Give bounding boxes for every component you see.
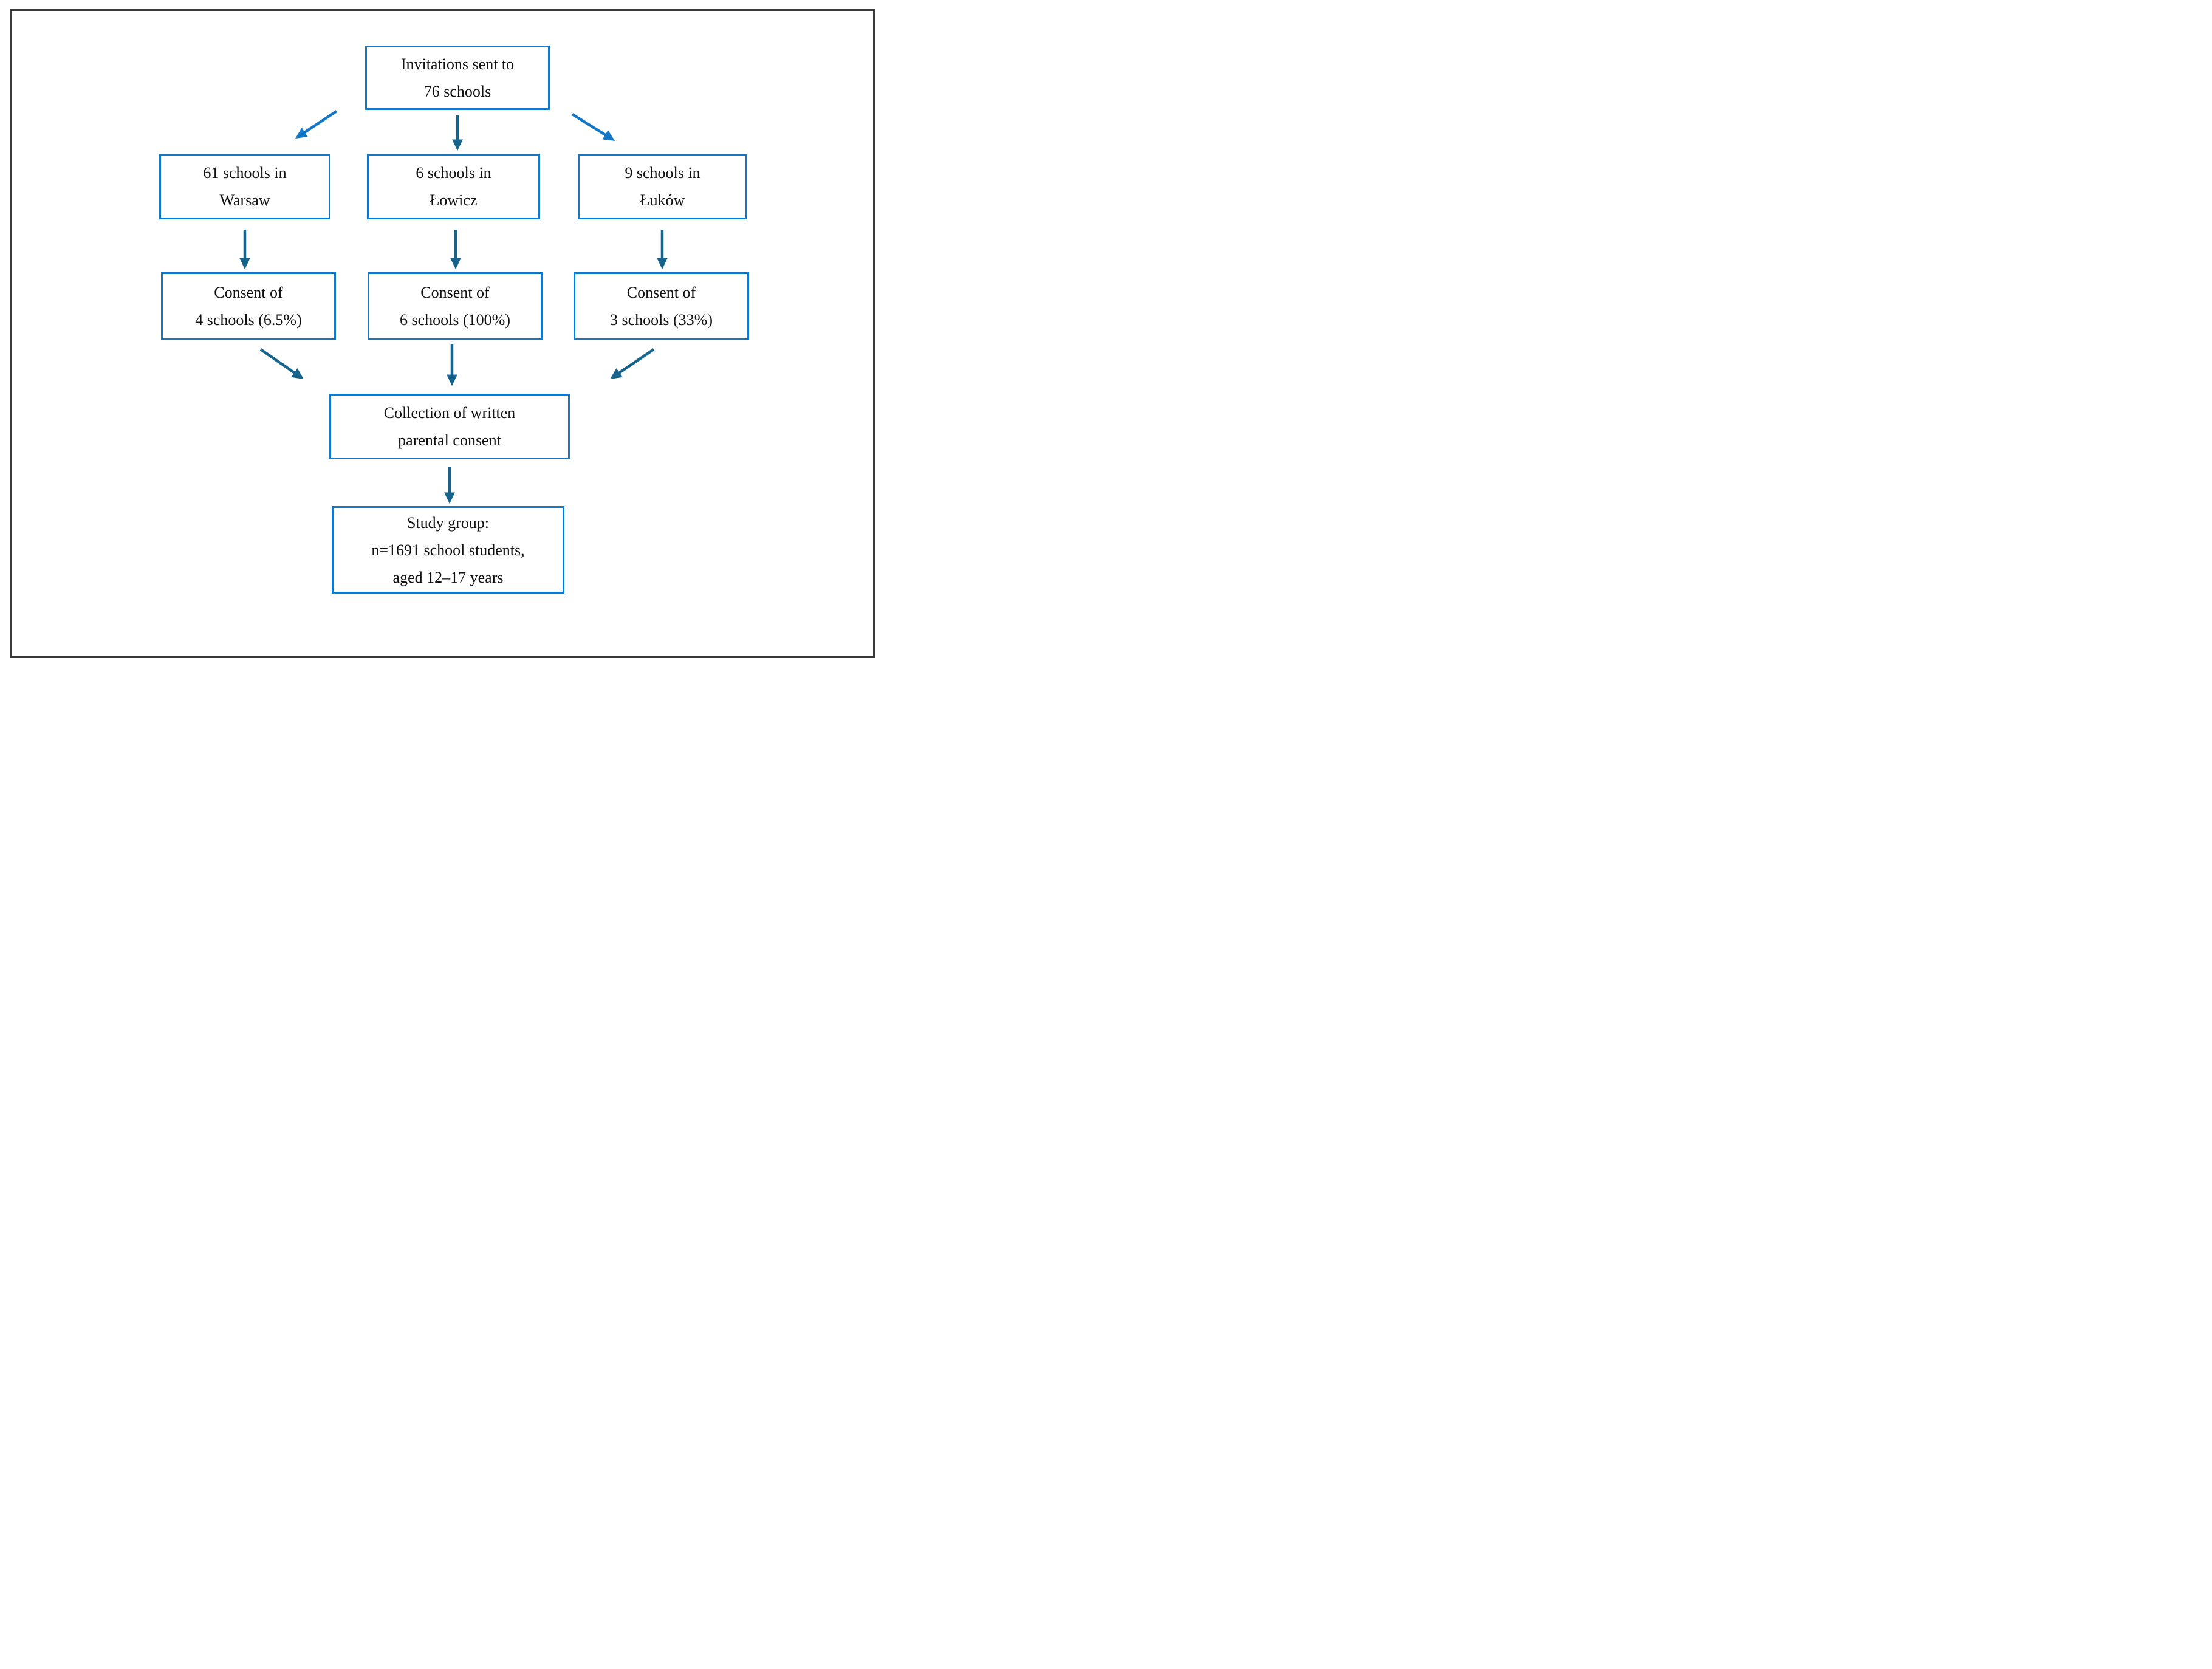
node-study-line1: Study group: bbox=[406, 513, 490, 532]
flowchart-figure: Invitations sent to 76 schools 61 school… bbox=[0, 0, 885, 668]
node-consent-lukow-line2: 3 schools (33%) bbox=[610, 311, 713, 329]
node-collection-line1: Collection of written bbox=[383, 404, 516, 422]
node-study-line3: aged 12–17 years bbox=[392, 568, 504, 586]
node-invitations-sent: Invitations sent to 76 schools bbox=[365, 46, 550, 110]
node-invitations-line1: Invitations sent to bbox=[400, 55, 515, 73]
node-lowicz-line2: Łowicz bbox=[430, 191, 478, 209]
node-schools-lukow: 9 schools in Łuków bbox=[578, 154, 747, 219]
node-consent-lukow-line1: Consent of bbox=[626, 284, 696, 301]
node-consent-lowicz: Consent of 6 schools (100%) bbox=[368, 272, 543, 340]
node-study-group: Study group: n=1691 school students, age… bbox=[332, 506, 564, 594]
node-consent-warsaw-line1: Consent of bbox=[214, 284, 283, 301]
node-consent-lowicz-line1: Consent of bbox=[420, 284, 490, 301]
node-schools-warsaw: 61 schools in Warsaw bbox=[159, 154, 330, 219]
node-lukow-line1: 9 schools in bbox=[625, 164, 700, 182]
node-study-line2: n=1691 school students, bbox=[371, 541, 525, 559]
node-warsaw-line1: 61 schools in bbox=[203, 164, 287, 182]
node-collection-line2: parental consent bbox=[398, 431, 501, 449]
node-lukow-line2: Łuków bbox=[640, 191, 685, 209]
node-warsaw-line2: Warsaw bbox=[219, 191, 270, 209]
node-consent-lukow: Consent of 3 schools (33%) bbox=[574, 272, 749, 340]
node-invitations-line2: 76 schools bbox=[423, 83, 491, 100]
node-consent-lowicz-line2: 6 schools (100%) bbox=[400, 311, 510, 329]
node-schools-lowicz: 6 schools in Łowicz bbox=[367, 154, 540, 219]
node-lowicz-line1: 6 schools in bbox=[416, 164, 491, 182]
node-parental-consent-collection: Collection of written parental consent bbox=[329, 394, 570, 459]
node-consent-warsaw-line2: 4 schools (6.5%) bbox=[195, 311, 302, 329]
node-consent-warsaw: Consent of 4 schools (6.5%) bbox=[161, 272, 336, 340]
